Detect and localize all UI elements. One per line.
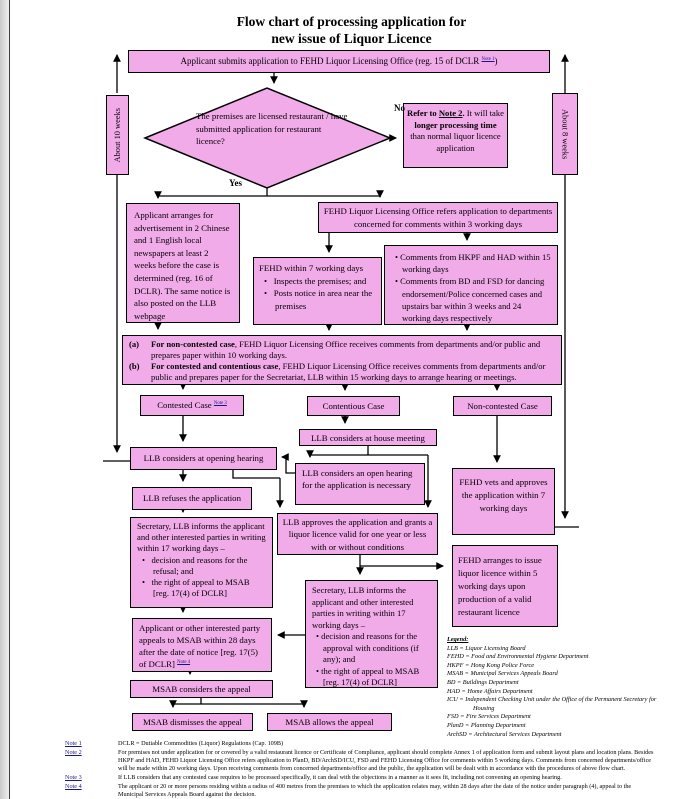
box-msab-considers: MSAB considers the appeal bbox=[130, 680, 273, 698]
item-b-text: For contested and contentious case, FEHD… bbox=[151, 361, 553, 383]
legend-entry: ArchSD = Architectural Services Departme… bbox=[447, 730, 562, 738]
secretary-refusal-bullet: decision and reasons for the refusal; an… bbox=[137, 555, 266, 577]
note1-ref: Note 1 bbox=[481, 57, 495, 62]
item-a-rest: , FEHD Liquor Licensing Office receives … bbox=[151, 339, 541, 360]
footnote: Note 4 The applicant or 20 or more perso… bbox=[65, 783, 657, 799]
refer-note2-dot: . bbox=[462, 108, 467, 118]
item-b-rest: , FEHD Liquor Licensing Office receives … bbox=[151, 360, 546, 382]
legend-entry: LLB = Liquor Licensing Board bbox=[447, 644, 526, 652]
legend-entry: ICU = Independent Checking Unit under th… bbox=[447, 696, 657, 712]
item-a-label: (a) bbox=[129, 339, 140, 349]
footnote-text: DCLR = Dutiable Commodities (Liquor) Reg… bbox=[118, 740, 284, 747]
footnote-label: Note 3 bbox=[65, 774, 82, 781]
box-opening-hearing: LLB considers at opening hearing bbox=[130, 447, 277, 470]
refer-note2-link: Note 2 bbox=[438, 108, 463, 118]
box-applicant-arranges: Applicant arranges for advertisement in … bbox=[126, 203, 240, 323]
page-title: Flow chart of processing application for… bbox=[40, 13, 663, 47]
receives-item-b: (b) For contested and contentious case, … bbox=[129, 361, 553, 383]
title-line-2: new issue of Liquor Licence bbox=[271, 31, 432, 46]
decision-diamond-text: The premises are licensed restaurant / h… bbox=[196, 111, 348, 146]
receives-item-a: (a) For non-contested case, FEHD Liquor … bbox=[129, 339, 553, 361]
footnotes: Note 1 DCLR = Dutiable Commodities (Liqu… bbox=[65, 740, 657, 799]
box-fehd-arranges: FEHD arranges to issue liquor licence wi… bbox=[452, 545, 558, 627]
refer-note2-rest: than normal liquor licence application bbox=[410, 131, 501, 153]
box-refer-note2: Refer to Note 2. It will take longer pro… bbox=[403, 103, 508, 168]
fehd-inspects-header: FEHD within 7 working days bbox=[259, 263, 364, 273]
timeline-right-box: About 8 weeks bbox=[552, 93, 578, 175]
item-b-bold: For contested and contentious case bbox=[151, 360, 279, 371]
fehd-inspects-bullet: Inspects the premises; and bbox=[259, 275, 376, 288]
timeline-left-label: About 10 weeks bbox=[113, 107, 122, 163]
box-fehd-refers: FEHD Liquor Licensing Office refers appl… bbox=[318, 202, 558, 233]
box-applicant-submits: Applicant submits application to FEHD Li… bbox=[128, 50, 550, 73]
box-non-contested-case: Non-contested Case bbox=[453, 396, 552, 416]
box-open-hearing-necessary: LLB considers an open hearing for the ap… bbox=[295, 463, 425, 505]
legend: Legend: LLB = Liquor Licensing Board FEH… bbox=[447, 636, 659, 739]
footnote-label: Note 2 bbox=[65, 749, 82, 756]
footnote: Note 1 DCLR = Dutiable Commodities (Liqu… bbox=[65, 740, 657, 748]
scan-edge bbox=[0, 0, 10, 799]
secretary-approval-bullet: decision and reasons for the approval wi… bbox=[312, 631, 431, 666]
footnote-label: Note 4 bbox=[65, 783, 82, 790]
branch-label-yes: Yes bbox=[229, 178, 242, 188]
secretary-refusal-bullet: the right of appeal to MSAB [reg. 17(4) … bbox=[137, 577, 266, 599]
note4-ref: Note 4 bbox=[177, 660, 191, 666]
refer-note2-pre: Refer to bbox=[407, 108, 439, 118]
timeline-right-label: About 8 weeks bbox=[560, 108, 570, 160]
decision-diamond-shape bbox=[143, 87, 392, 189]
note3-ref: Note 3 bbox=[213, 401, 227, 407]
box-contentious-case: Contentious Case bbox=[307, 396, 400, 416]
submit-text-close: ) bbox=[494, 56, 498, 66]
legend-entry: FEHD = Food and Environmental Hygiene De… bbox=[447, 653, 589, 661]
footnote-text: If LLB considers that any contested case… bbox=[118, 774, 562, 781]
box-secretary-refusal: Secretary, LLB informs the applicant and… bbox=[130, 517, 273, 608]
submit-text: Applicant submits application to FEHD Li… bbox=[180, 56, 482, 66]
refer-note2-mid: It will take bbox=[466, 108, 504, 118]
box-comments: Comments from HKPF and HAD within 15 wor… bbox=[384, 245, 558, 325]
footnote-label: Note 1 bbox=[65, 740, 82, 747]
box-contested-case: Contested Case Note 3 bbox=[140, 395, 244, 416]
secretary-approval-bullet: the right of appeal to MSAB [reg. 17(4) … bbox=[312, 666, 431, 689]
legend-entry: FSD = Fire Services Department bbox=[447, 713, 531, 721]
secretary-approval-intro: Secretary, LLB informs the applicant and… bbox=[312, 585, 414, 630]
box-llb-refuses: LLB refuses the application bbox=[132, 487, 252, 510]
box-llo-receives-comments: (a) For non-contested case, FEHD Liquor … bbox=[122, 335, 562, 385]
refer-note2-bold: longer processing time bbox=[414, 119, 497, 130]
footnote: Note 2 For premises not under applicatio… bbox=[65, 749, 657, 773]
timeline-left-box: About 10 weeks bbox=[106, 95, 129, 175]
comments-bullet: Comments from BD and FSD for dancing end… bbox=[391, 275, 551, 324]
legend-entry: BD = Buildings Department bbox=[447, 678, 519, 686]
box-fehd-inspects: FEHD within 7 working days Inspects the … bbox=[253, 257, 382, 325]
box-msab-dismisses: MSAB dismisses the appeal bbox=[132, 713, 253, 731]
box-llb-approves: LLB approves the application and grants … bbox=[277, 513, 438, 555]
footnote: Note 3 If LLB considers that any contest… bbox=[65, 774, 657, 782]
contested-label: Contested Case bbox=[157, 400, 214, 410]
branch-label-no: No bbox=[394, 103, 405, 113]
comments-bullet: Comments from HKPF and HAD within 15 wor… bbox=[391, 251, 551, 275]
box-appeals-msab: Applicant or other interested party appe… bbox=[132, 618, 272, 672]
secretary-refusal-intro: Secretary, LLB informs the applicant and… bbox=[137, 521, 266, 554]
box-msab-allows: MSAB allows the appeal bbox=[267, 713, 392, 731]
legend-heading: Legend: bbox=[447, 636, 469, 643]
box-secretary-approval: Secretary, LLB informs the applicant and… bbox=[305, 580, 438, 688]
box-house-meeting: LLB considers at house meeting bbox=[299, 429, 437, 446]
box-fehd-vets: FEHD vets and approves the application w… bbox=[452, 468, 555, 535]
legend-entry: HKPF = Hong Kong Police Force bbox=[447, 661, 535, 669]
title-line-1: Flow chart of processing application for bbox=[236, 14, 467, 29]
appeals-text: Applicant or other interested party appe… bbox=[139, 623, 261, 669]
footnote-text: For premises not under application for o… bbox=[118, 749, 654, 772]
item-b-label: (b) bbox=[129, 360, 140, 371]
item-a-bold: For non-contested case bbox=[151, 339, 235, 349]
fehd-inspects-bullet: Posts notice in area near the premises bbox=[259, 287, 376, 312]
legend-entry: HAD = Home Affairs Department bbox=[447, 687, 533, 695]
legend-entry: PlanD = Planning Department bbox=[447, 721, 526, 729]
item-a-text: For non-contested case, FEHD Liquor Lice… bbox=[151, 339, 553, 361]
footnote-text: The applicant or 20 or more persons resi… bbox=[118, 783, 632, 798]
legend-entry: MSAB = Municipal Services Appeals Board bbox=[447, 670, 558, 678]
